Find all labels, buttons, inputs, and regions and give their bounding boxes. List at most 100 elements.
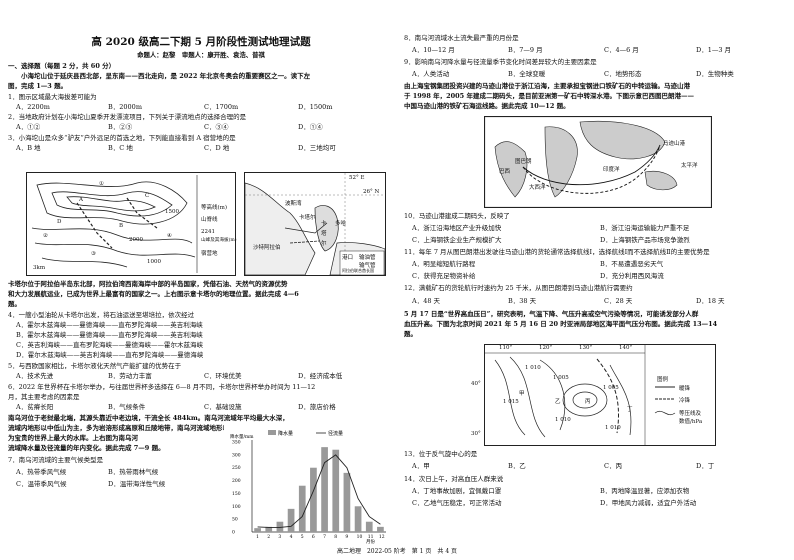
q5-option-d[interactable]: D．经济成本低 xyxy=(298,372,343,380)
map3-atlantic: 大西洋 xyxy=(529,185,546,191)
x-tick-label: 9 xyxy=(345,534,348,540)
map4-lat-40: 40° xyxy=(471,381,481,387)
q3-option-b[interactable]: B．C 地 xyxy=(108,144,133,152)
shipping-route-drawing xyxy=(485,117,711,207)
rain-bar xyxy=(343,472,351,532)
q2-option-c[interactable]: C．③④ xyxy=(204,123,229,131)
x-tick-label: 4 xyxy=(290,534,293,540)
q10-stem: 10．马迹山港建成二期码头，反映了 xyxy=(404,212,510,220)
q8-option-b[interactable]: B．7—9 月 xyxy=(508,46,543,54)
q3-option-d[interactable]: D．三地均可 xyxy=(298,144,336,152)
q1-option-a[interactable]: A．2200m xyxy=(16,103,50,111)
q13-option-d[interactable]: D．丁 xyxy=(696,462,715,470)
q11-option-c[interactable]: C．获得充足物资补给 xyxy=(412,272,476,280)
q12-option-c[interactable]: C．28 天 xyxy=(604,297,633,305)
q3-option-a[interactable]: A．B 地 xyxy=(16,144,41,152)
map1-legend-peak-value: 2241 xyxy=(201,229,215,235)
q12-option-b[interactable]: B．38 天 xyxy=(508,297,537,305)
rain-runoff-chart-svg: 降水量 径流量 降水量/mm 月份 350300250200150100500 … xyxy=(230,430,386,545)
q13-option-a[interactable]: A．甲 xyxy=(412,462,430,470)
map1-scale: 3km xyxy=(33,265,46,271)
q6-option-d[interactable]: D．旅店价格 xyxy=(298,403,336,411)
legend-flow-label: 径流量 xyxy=(328,430,343,437)
map4-point-ding: 丁 xyxy=(627,407,633,413)
x-tick-label: 12 xyxy=(379,534,385,540)
y-tick-label: 100 xyxy=(232,504,241,510)
map4-point-bing: 丙 xyxy=(585,399,591,405)
q7-option-a[interactable]: A．热带季风气候 xyxy=(16,468,67,476)
q9-option-d[interactable]: D．生物种类 xyxy=(696,70,734,78)
map1-label-2: ② xyxy=(43,233,48,239)
q7-option-b[interactable]: B．热带雨林气候 xyxy=(108,468,159,476)
passage-4-line-3: 中国马迹山港的铁矿石海运线路。据此完成 10—12 题。 xyxy=(404,102,570,110)
shipping-route-map: 巴西 图巴朗 马迹山港 大西洋 印度洋 太平洋 xyxy=(484,116,712,208)
q5-option-a[interactable]: A．技术先进 xyxy=(16,372,54,380)
q7-option-c[interactable]: C．温带季风气候 xyxy=(16,480,67,488)
q7-stem: 7．南乌河流域的主要气候类型是 xyxy=(8,456,104,464)
contour-map-drawing xyxy=(31,175,198,273)
q7-option-d[interactable]: D．温带海洋性气候 xyxy=(108,480,166,488)
q8-stem: 8．南乌河流域水土流失最严重的月份是 xyxy=(404,34,519,42)
map1-label-3: ③ xyxy=(91,251,96,257)
passage-3-line-4: 流域降水量及径流量的年内变化。据此完成 7—9 题。 xyxy=(8,444,165,452)
map1-label-c: C xyxy=(145,193,150,199)
q13-option-b[interactable]: B．乙 xyxy=(508,462,526,470)
q2-option-b[interactable]: B．②③ xyxy=(108,123,133,131)
map2-ta: 塔 xyxy=(321,231,327,237)
exam-title: 高 2020 级高二下期 5 月阶段性测试地理试题 xyxy=(91,36,311,48)
map2-saudi: 沙特阿拉伯 xyxy=(253,245,281,251)
map2-gulf: 波斯湾 xyxy=(285,201,302,207)
map1-label-a: A xyxy=(79,197,83,203)
q11-option-b[interactable]: B．不易遭遇恶劣天气 xyxy=(600,260,664,268)
map4-lat-30: 30° xyxy=(471,431,481,437)
q1-option-d[interactable]: D．1500m xyxy=(298,103,333,111)
q11-option-d[interactable]: D．充分利用西风海流 xyxy=(600,272,664,280)
q4-option-c[interactable]: C．英吉利海峡——直布罗陀海峡——曼德海峡——霍尔木兹海峡 xyxy=(16,341,203,349)
map4-lon-110: 110° xyxy=(499,345,513,351)
q6-option-a[interactable]: A．贫瘠长阳 xyxy=(16,403,54,411)
q4-option-a[interactable]: A．霍尔木兹海峡——曼德海峡——直布罗陀海峡——英吉利海峡 xyxy=(16,321,203,329)
map4-isobar-4: 1 010 xyxy=(555,417,571,423)
q6-option-b[interactable]: B．气候条件 xyxy=(108,403,146,411)
q9-option-c[interactable]: C．地势形态 xyxy=(604,70,642,78)
q14-option-d[interactable]: D．甲地风力减弱，适宜户外活动 xyxy=(600,499,697,507)
map2-er: 尔 xyxy=(321,241,327,247)
q12-option-a[interactable]: A．48 天 xyxy=(412,297,441,305)
q14-option-c[interactable]: C．乙地气压稳定，可正常活动 xyxy=(412,499,502,507)
q10-option-d[interactable]: D．上海钢铁产品市场竞争激烈 xyxy=(600,236,690,244)
q10-option-b[interactable]: B．浙江沿海运输能力严重不足 xyxy=(600,224,690,232)
q12-option-d[interactable]: D．18 天 xyxy=(696,297,725,305)
q8-option-d[interactable]: D．1—3 月 xyxy=(696,46,732,54)
q13-option-c[interactable]: C．丙 xyxy=(604,462,622,470)
map1-label-1: ① xyxy=(99,181,104,187)
q14-option-b[interactable]: B．丙地降温显著，应添加衣物 xyxy=(600,487,690,495)
rain-bar xyxy=(310,467,317,532)
q14-option-a[interactable]: A．丁地事故加剧，宜佩戴口罩 xyxy=(412,487,502,495)
map2-lon: 52° E xyxy=(349,175,365,181)
q1-option-c[interactable]: C．1700m xyxy=(204,103,239,111)
q1-option-b[interactable]: B．2000m xyxy=(108,103,142,111)
q5-option-b[interactable]: B．劳动力丰富 xyxy=(108,372,152,380)
q8-option-c[interactable]: C．4—6 月 xyxy=(604,46,639,54)
q8-option-a[interactable]: A．10—12 月 xyxy=(412,46,455,54)
q4-option-b[interactable]: B．霍尔木兹海峡——曼德海峡——直布罗陀海峡——英吉利海峡 xyxy=(16,331,203,339)
q4-stem: 4．一艘小型油轮从卡塔尔出发，将石油运送至堪培拉，依次经过 xyxy=(8,311,195,319)
y-tick-label: 0 xyxy=(232,530,235,536)
q2-option-a[interactable]: A．①② xyxy=(16,123,41,131)
q2-option-d[interactable]: D．①④ xyxy=(298,123,323,131)
q10-option-c[interactable]: C．上海钢铁企业生产规模扩大 xyxy=(412,236,502,244)
q4-option-d[interactable]: D．霍尔木兹海峡——英吉利海峡——直布罗陀海峡——曼德海峡 xyxy=(16,351,204,359)
q9-option-b[interactable]: B．全球变暖 xyxy=(508,70,546,78)
q6-option-c[interactable]: C．基础设施 xyxy=(204,403,242,411)
q9-option-a[interactable]: A．人类活动 xyxy=(412,70,450,78)
q3-option-c[interactable]: C．D 地 xyxy=(204,144,230,152)
map1-label-d: D xyxy=(57,219,62,225)
passage-5-line-3: 题。 xyxy=(404,330,417,338)
y-tick-label: 250 xyxy=(232,465,241,471)
q5-option-c[interactable]: C．环境优美 xyxy=(204,372,242,380)
q10-option-a[interactable]: A．浙江沿海地区产业升级加快 xyxy=(412,224,502,232)
q11-option-a[interactable]: A．明显缩短航行路程 xyxy=(412,260,476,268)
rain-bar xyxy=(265,526,273,532)
